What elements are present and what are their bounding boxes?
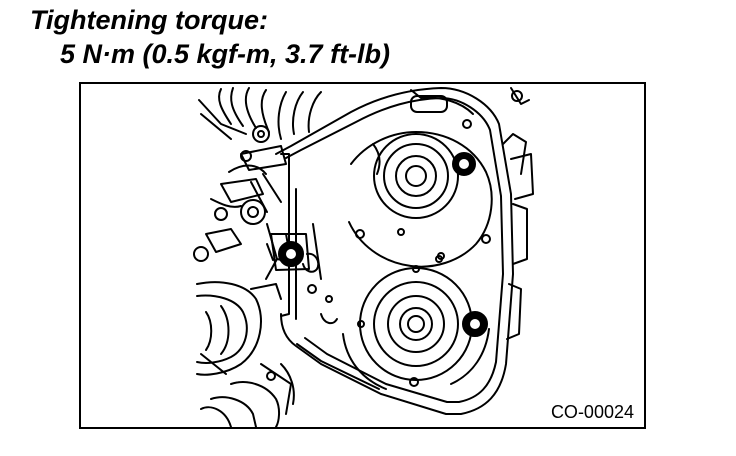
timing-belt-cover <box>275 87 534 415</box>
illustration-frame: CO-00024 <box>79 82 646 429</box>
cam-sprocket <box>348 131 493 268</box>
torque-value: 5 N·m (0.5 kgf-m, 3.7 ft-lb) <box>60 39 391 69</box>
bracket <box>266 223 322 280</box>
engine-timing-belt-cover-drawing <box>193 87 534 427</box>
tightening-bolt <box>278 152 488 337</box>
torque-heading: Tightening torque: <box>30 5 268 35</box>
water-pump-pulley <box>196 281 295 427</box>
figure-code-label: CO-00024 <box>548 402 636 423</box>
cam-sprocket-lower <box>342 255 490 390</box>
